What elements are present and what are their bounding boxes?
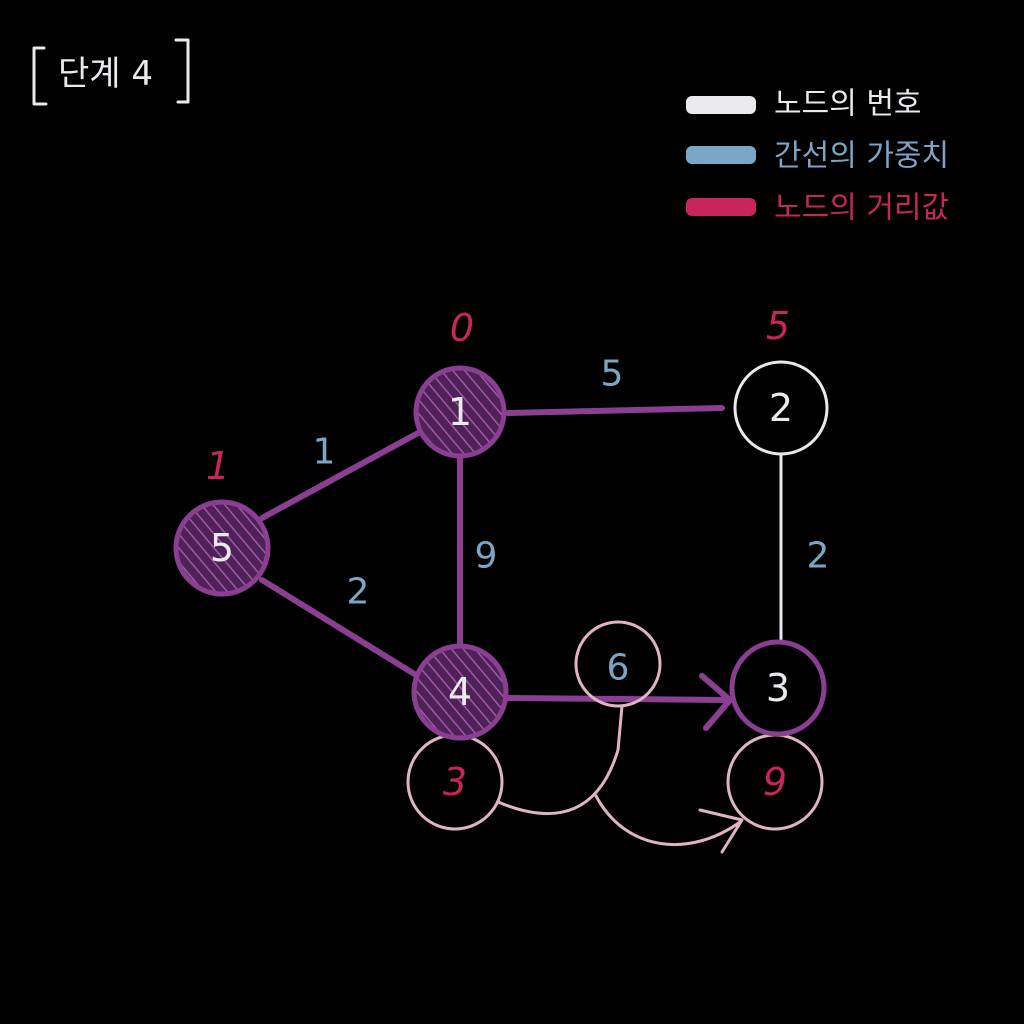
weight-5-1: 1 xyxy=(313,432,336,473)
title-text: 단계 4 xyxy=(58,54,153,94)
node-3-circle xyxy=(729,639,827,737)
node-1-label: 1 xyxy=(448,390,472,434)
edge-4-3-arrowhead xyxy=(699,673,733,731)
edge-5-4 xyxy=(259,577,419,678)
weight-5-4: 2 xyxy=(347,572,370,613)
legend-item-edge-weight: 간선의 가중치 xyxy=(686,139,949,174)
node-3: 3 xyxy=(729,639,827,737)
weight-4-3: 6 xyxy=(607,648,630,689)
edge-1-2 xyxy=(505,405,725,416)
legend-label-node-distance: 노드의 거리값 xyxy=(774,191,949,226)
legend-label-edge-weight: 간선의 가중치 xyxy=(774,139,949,174)
step-title: 단계 4 xyxy=(32,38,190,106)
legend-swatch-node-distance xyxy=(686,198,756,216)
update-weight-circle xyxy=(574,620,662,708)
node-4: 4 xyxy=(411,643,509,741)
node-2: 2 xyxy=(733,360,829,456)
update-result-curve xyxy=(594,794,742,847)
update-arrowhead xyxy=(698,808,744,854)
node-3-label: 3 xyxy=(766,666,790,710)
update-connector-curve xyxy=(496,704,624,816)
distance-update-annotation xyxy=(406,620,824,854)
node-5: 5 xyxy=(173,499,271,597)
legend-item-node-distance: 노드의 거리값 xyxy=(686,191,949,226)
node-5-label: 5 xyxy=(210,526,234,570)
title-right-bracket xyxy=(174,38,190,104)
edge-5-1 xyxy=(259,429,423,521)
distance-node-2: 5 xyxy=(766,304,790,348)
node-2-label: 2 xyxy=(769,386,793,430)
node-4-circle xyxy=(411,643,509,741)
distance-node-1: 0 xyxy=(450,306,474,350)
node-1-circle xyxy=(413,365,507,459)
distance-node-4: 3 xyxy=(443,760,467,804)
distance-node-5: 1 xyxy=(206,444,230,488)
legend-swatch-edge-weight xyxy=(686,146,756,164)
node-distances: 0 5 9 3 1 xyxy=(206,304,790,804)
title-left-bracket xyxy=(32,46,48,106)
legend-label-node-number: 노드의 번호 xyxy=(774,87,922,122)
node-2-circle xyxy=(733,360,829,456)
weight-1-2: 5 xyxy=(601,354,624,395)
legend-item-node-number: 노드의 번호 xyxy=(686,87,922,122)
edges xyxy=(259,405,783,731)
node-1: 1 xyxy=(413,365,507,459)
legend-swatch-node-number xyxy=(686,96,756,114)
legend: 노드의 번호 간선의 가중치 노드의 거리값 xyxy=(686,87,949,226)
node-4-label: 4 xyxy=(448,670,472,714)
node-5-circle xyxy=(173,499,271,597)
weight-1-4: 9 xyxy=(475,536,498,577)
weight-2-3: 2 xyxy=(807,536,830,577)
edge-weights: 1 2 9 5 2 6 xyxy=(313,354,830,689)
edge-4-3 xyxy=(505,695,731,703)
nodes: 1 2 3 4 5 xyxy=(173,360,829,741)
distance-node-3: 9 xyxy=(763,760,787,804)
